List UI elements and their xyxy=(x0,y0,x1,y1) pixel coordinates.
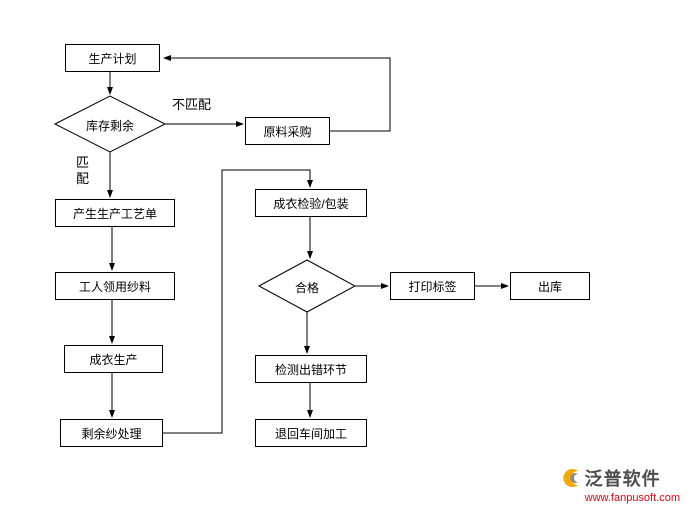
watermark-url: www.fanpusoft.com xyxy=(584,492,680,504)
fanpu-logo-icon xyxy=(561,467,583,489)
edge-label-no-match: 不匹配 xyxy=(172,97,212,112)
arrow-yarndisposal-to-inspection xyxy=(163,169,313,434)
watermark-brand: 泛普软件 xyxy=(584,469,661,489)
node-yarn-disposal: 剩余纱处理 xyxy=(60,419,163,447)
node-garment-production: 成衣生产 xyxy=(64,345,163,373)
node-return-workshop: 退回车间加工 xyxy=(255,419,367,447)
node-outbound: 出库 xyxy=(510,272,590,300)
edge-label-match: 匹配 xyxy=(76,155,90,187)
node-process-sheet: 产生生产工艺单 xyxy=(55,199,175,227)
arrow-rawmaterial-to-plan xyxy=(163,55,391,132)
node-error-detection: 检测出错环节 xyxy=(255,355,367,383)
watermark: 泛普软件 www.fanpusoft.com xyxy=(561,465,680,504)
node-inventory-check-label: 库存剩余 xyxy=(85,119,134,133)
node-print-label: 打印标签 xyxy=(390,272,475,300)
node-raw-material: 原料采购 xyxy=(245,117,330,145)
node-worker-yarn: 工人领用纱料 xyxy=(55,272,175,300)
node-qualified-check-label: 合格 xyxy=(294,281,319,295)
node-production-plan: 生产计划 xyxy=(65,44,160,72)
node-inspection-packaging: 成衣检验/包装 xyxy=(255,189,367,217)
